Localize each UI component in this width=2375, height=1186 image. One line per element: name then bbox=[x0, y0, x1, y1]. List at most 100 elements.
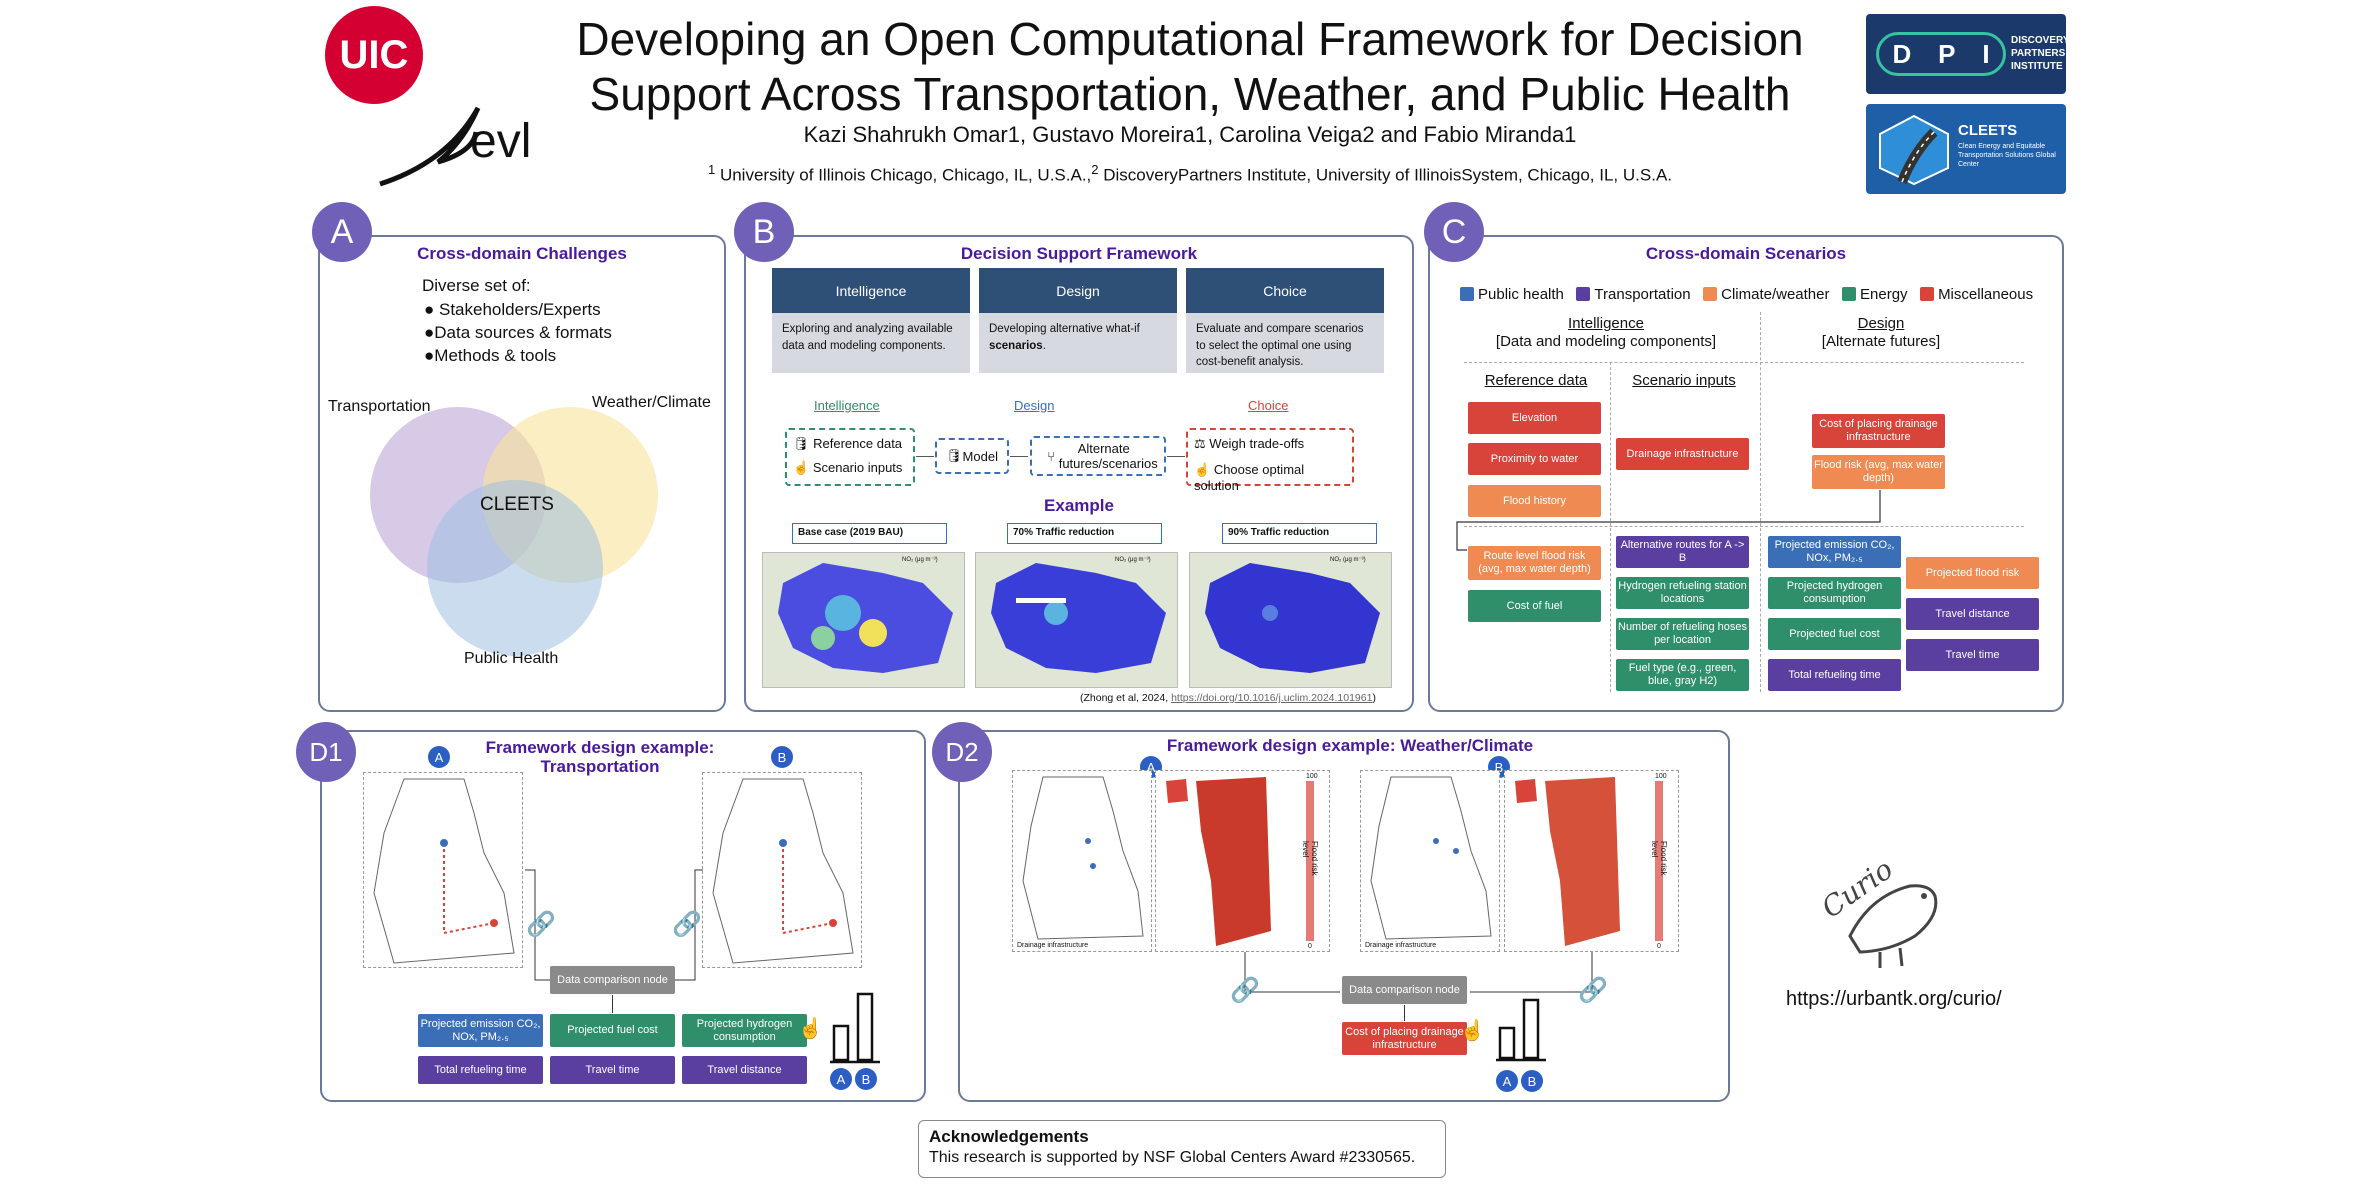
scale-top: 100 bbox=[1655, 773, 1667, 780]
scale-label: Flood risk level bbox=[1301, 841, 1319, 876]
intel-head: Intelligence bbox=[1568, 315, 1644, 332]
d2-drainage-map-a: Drainage infrastructure bbox=[1012, 770, 1152, 952]
col-head: Intelligence bbox=[772, 268, 970, 313]
chicago-map-b bbox=[702, 772, 862, 968]
legend-item: Climate/weather bbox=[1703, 286, 1830, 303]
flow-weigh: Weigh trade-offs bbox=[1209, 436, 1305, 451]
bar-compare-icon bbox=[830, 992, 880, 1064]
map-caption: Drainage infrastructure bbox=[1017, 942, 1089, 949]
d1-out-h2: Projected hydrogen consumption bbox=[682, 1014, 807, 1047]
cleets-sub: Clean Energy and Equitable Transportatio… bbox=[1958, 143, 2056, 168]
intel-sub: [Data and modeling components] bbox=[1495, 333, 1717, 350]
venn-diagram bbox=[370, 407, 658, 656]
aff-sup-2: 2 bbox=[1091, 162, 1099, 177]
ack-text: This research is supported by NSF Global… bbox=[929, 1149, 1416, 1166]
acknowledgements: Acknowledgements This research is suppor… bbox=[918, 1120, 1446, 1178]
flow-ref: Reference data bbox=[813, 436, 903, 451]
d1-connectors bbox=[525, 869, 703, 981]
scale-bottom: 0 bbox=[1657, 943, 1661, 950]
design-sub: [Alternate futures] bbox=[1821, 333, 1941, 350]
bullet-item: ● Stakeholders/Experts bbox=[424, 300, 601, 319]
dpi-logo: D P I DISCOVERY PARTNERS INSTITUTE bbox=[1866, 14, 2070, 94]
box-proj-h2: Projected hydrogen consumption bbox=[1768, 577, 1901, 609]
link-icon: 🔗 bbox=[1230, 977, 1260, 1004]
box-total-refuel: Total refueling time bbox=[1768, 659, 1901, 691]
scale-bottom: 0 bbox=[1308, 943, 1312, 950]
cleets-logo: CLEETS Clean Energy and Equitable Transp… bbox=[1866, 104, 2066, 194]
box-proj-emission: Projected emission CO₂, NOx, PM₂.₅ bbox=[1768, 536, 1901, 568]
legend-item: Energy bbox=[1842, 286, 1908, 303]
panel-a-intro: Diverse set of: bbox=[422, 276, 531, 295]
d2-data-comparison-node[interactable]: Data comparison node bbox=[1342, 976, 1467, 1004]
col-intelligence: Intelligence Exploring and analyzing ava… bbox=[772, 268, 970, 373]
panel-b-badge: B bbox=[734, 202, 794, 262]
dpi-letter-i: I bbox=[1982, 38, 1990, 69]
d2-out-cost-drainage: Cost of placing drainage infrastructure bbox=[1342, 1022, 1467, 1055]
evl-logo: evl bbox=[378, 102, 538, 192]
link-icon: 🔗 bbox=[526, 911, 556, 938]
aff-1: University of Illinois Chicago, Chicago,… bbox=[719, 165, 1092, 185]
link-icon: 🔗 bbox=[1578, 977, 1608, 1004]
flow-choice-box: ⚖ Weigh trade-offs ☝ Choose optimal solu… bbox=[1186, 428, 1354, 493]
dpi-text: DISCOVERY PARTNERS INSTITUTE bbox=[2011, 35, 2070, 72]
col-design: Design Developing alternative what-if sc… bbox=[979, 268, 1177, 373]
curio-bird-icon bbox=[1848, 884, 1938, 968]
map-legend-title: NO₂ (μg m⁻³) bbox=[1330, 557, 1366, 563]
flow-alt: Alternate futures/scenarios bbox=[1058, 441, 1158, 471]
d1-data-comparison-node[interactable]: Data comparison node bbox=[550, 966, 675, 994]
box-travel-time: Travel time bbox=[1906, 639, 2039, 671]
authors: Kazi Shahrukh Omar1, Gustavo Moreira1, C… bbox=[803, 122, 1577, 147]
panel-a-title: Cross-domain Challenges bbox=[417, 244, 627, 263]
chicago-map-a bbox=[363, 772, 523, 968]
box-travel-dist: Travel distance bbox=[1906, 598, 2039, 630]
dpi-letter-d: D bbox=[1892, 38, 1912, 69]
venn-label-left: Transportation bbox=[328, 398, 431, 415]
panel-c-badge: C bbox=[1424, 202, 1484, 262]
cleets-title: CLEETS bbox=[1958, 122, 2018, 139]
flow-intelligence-box: 🛢 Reference data ☝ Scenario inputs bbox=[785, 428, 915, 486]
box-flood-history: Flood history bbox=[1468, 485, 1601, 517]
bullet-item: ●Methods & tools bbox=[424, 346, 557, 365]
d1-out-fuel: Projected fuel cost bbox=[550, 1014, 675, 1047]
legend-item: Transportation bbox=[1576, 286, 1691, 303]
map-legend-title: NO₂ (μg m⁻³) bbox=[1115, 557, 1151, 563]
venn-health bbox=[427, 480, 603, 656]
evl-logo-text: evl bbox=[470, 115, 532, 168]
col-desc: Developing alternative what-if scenarios… bbox=[979, 313, 1177, 373]
box-proximity: Proximity to water bbox=[1468, 443, 1601, 475]
dpi-letter-p: P bbox=[1938, 38, 1956, 69]
box-fuel-type: Fuel type (e.g., green, blue, gray H2) bbox=[1616, 659, 1749, 691]
box-proj-flood: Projected flood risk bbox=[1906, 557, 2039, 589]
scale-icon: ⚖ bbox=[1194, 436, 1206, 451]
box-h2-station: Hydrogen refueling station locations bbox=[1616, 577, 1749, 609]
design-head: Design bbox=[1857, 315, 1905, 332]
panel-b-title: Decision Support Framework bbox=[960, 244, 1198, 263]
flow-model-box: 🛢 Model bbox=[935, 438, 1009, 474]
title-line-1: Developing an Open Computational Framewo… bbox=[576, 13, 1804, 65]
example-label: Example bbox=[1044, 496, 1114, 515]
box-hoses: Number of refueling hoses per location bbox=[1616, 618, 1749, 650]
d1-out-dist: Travel distance bbox=[682, 1056, 807, 1084]
evl-swoosh-icon bbox=[379, 106, 481, 187]
scale-top: 100 bbox=[1306, 773, 1318, 780]
col-desc: Evaluate and compare scenarios to select… bbox=[1186, 313, 1384, 373]
box-cost-drainage: Cost of placing drainage infrastructure bbox=[1812, 414, 1945, 448]
d2-connectors bbox=[1244, 952, 1593, 993]
d2-flood-map-b: 100 0 Flood risk level bbox=[1504, 770, 1679, 952]
box-proj-fuel: Projected fuel cost bbox=[1768, 618, 1901, 650]
legend-item: Public health bbox=[1460, 286, 1564, 303]
flow-label-design: Design bbox=[1014, 398, 1055, 413]
panel-a-badge: A bbox=[312, 202, 372, 262]
panel-c-title: Cross-domain Scenarios bbox=[1645, 244, 1847, 263]
scen-head: Scenario inputs bbox=[1632, 372, 1736, 389]
venn-label-bottom: Public Health bbox=[464, 650, 559, 667]
map-title: 70% Traffic reduction bbox=[1007, 523, 1162, 544]
cursor-hand-icon: ☝ bbox=[798, 1018, 823, 1040]
uic-logo: UIC bbox=[325, 6, 423, 104]
scale-label: Flood risk level bbox=[1650, 841, 1668, 876]
citation-link[interactable]: https://doi.org/10.1016/j.uclim.2024.101… bbox=[1171, 692, 1373, 704]
flow-label-intelligence: Intelligence bbox=[814, 398, 880, 413]
d2-drainage-map-b: Drainage infrastructure bbox=[1360, 770, 1500, 952]
box-cost-fuel: Cost of fuel bbox=[1468, 590, 1601, 622]
curio-url[interactable]: https://urbantk.org/curio/ bbox=[1786, 988, 2002, 1010]
